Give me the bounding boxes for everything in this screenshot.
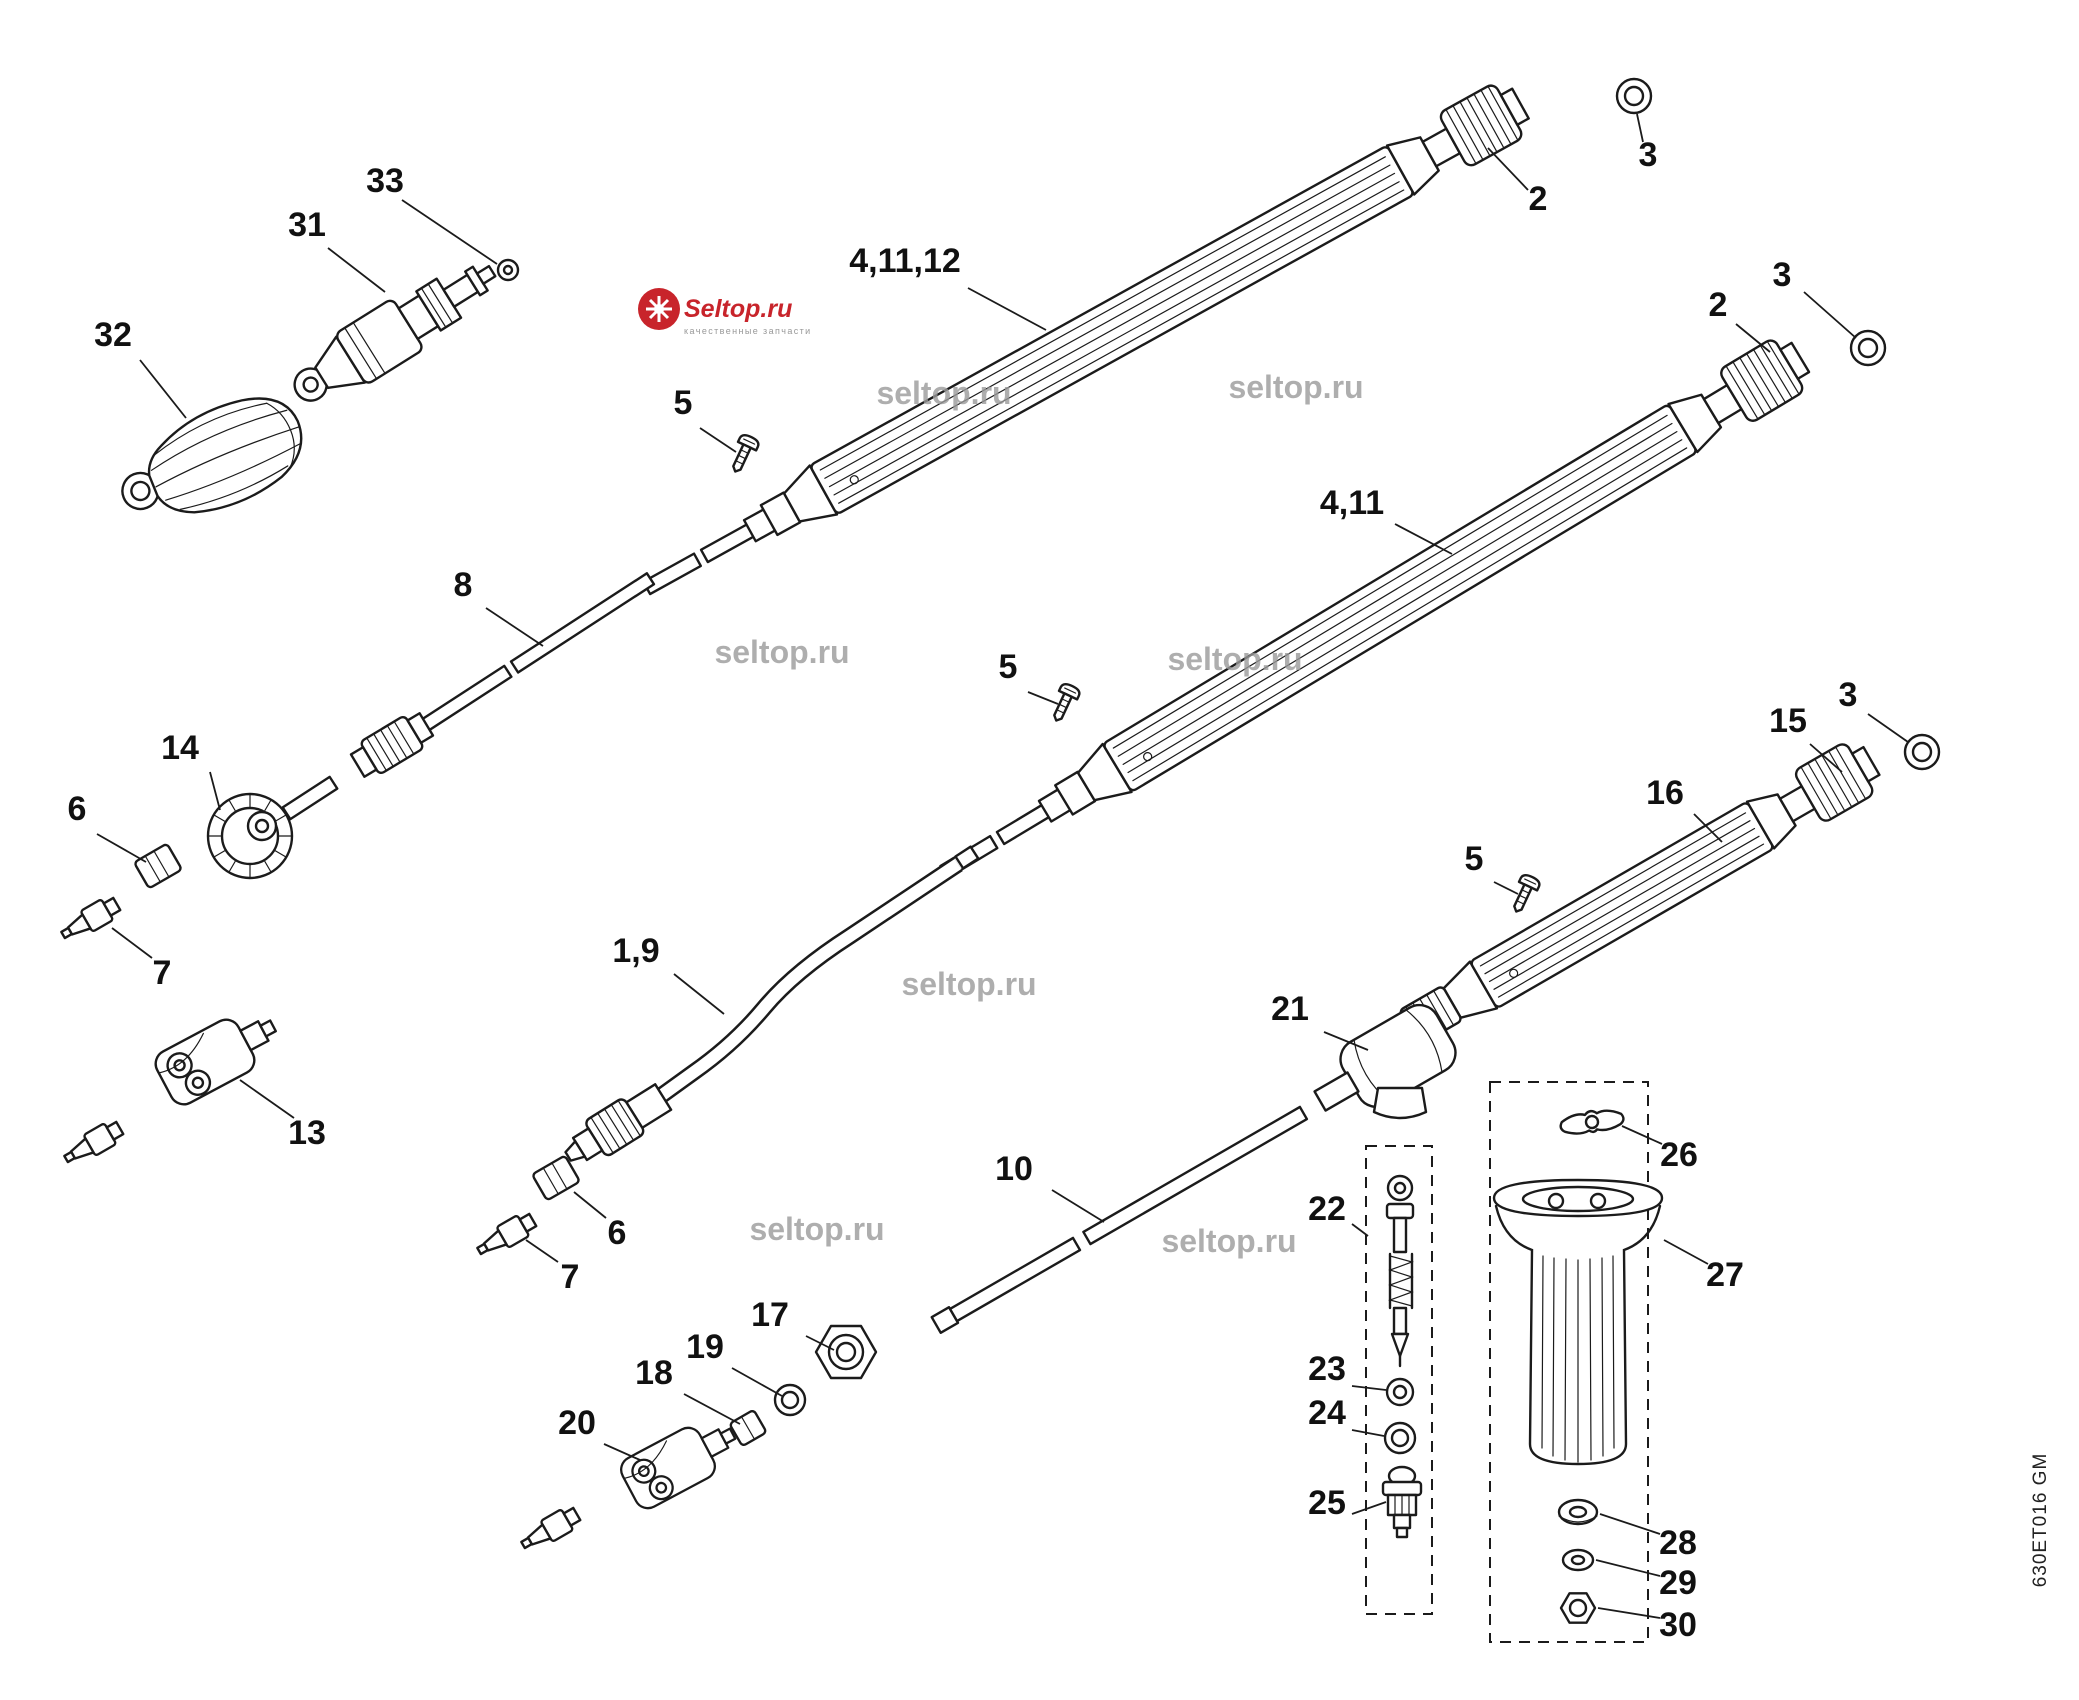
washer-28 (1557, 1498, 1599, 1526)
twin-nozzle-holder-20 (615, 1408, 747, 1514)
part-label-21: 21 (1271, 990, 1309, 1028)
part-label-29: 29 (1659, 1564, 1697, 1602)
watermark: seltop.ru (876, 375, 1011, 411)
part-label-15: 15 (1769, 702, 1807, 740)
part-label-3-top: 3 (1639, 136, 1658, 174)
watermark: seltop.ru (1167, 641, 1302, 677)
part-label-6-left: 6 (68, 790, 87, 828)
part-label-23: 23 (1308, 1350, 1346, 1388)
valve-spindle-22 (1385, 1174, 1415, 1368)
spray-tube-10 (930, 1105, 1309, 1334)
o-ring-bottom (1903, 733, 1941, 771)
nozzle-fitting-near-20 (515, 1502, 584, 1557)
ring-29 (1561, 1548, 1595, 1572)
part-label-2-top: 2 (1529, 180, 1548, 218)
wing-piece-26 (1559, 1109, 1625, 1135)
part-label-4-11-12: 4,11,12 (849, 242, 961, 280)
valve-housing-21 (1313, 1003, 1457, 1120)
part-label-20: 20 (558, 1404, 596, 1442)
rotary-nozzle-32 (121, 397, 303, 514)
part-label-27: 27 (1706, 1256, 1744, 1294)
nozzle-fitting-7-middle (471, 1208, 540, 1263)
logo-brand-text: Seltop.ru (684, 295, 792, 323)
nut-6-left (132, 842, 184, 890)
hex-nut-30 (1559, 1592, 1597, 1624)
twin-nozzle-holder-13 (149, 999, 288, 1111)
part-label-13: 13 (288, 1114, 326, 1152)
handle-grip-27 (1492, 1178, 1664, 1466)
part-label-26: 26 (1660, 1136, 1698, 1174)
knob-stem (281, 775, 339, 821)
part-label-5-bottom: 5 (1465, 840, 1484, 878)
nut-6-middle (530, 1154, 582, 1202)
o-ring-middle (1849, 329, 1887, 367)
nozzle-holder-31 (293, 264, 497, 402)
part-label-31: 31 (288, 206, 326, 244)
o-ring-24 (1383, 1421, 1417, 1455)
watermark: seltop.ru (749, 1211, 884, 1247)
o-ring-top (1615, 77, 1653, 115)
fitting-25 (1381, 1465, 1423, 1539)
part-label-1-9: 1,9 (612, 932, 659, 970)
screw-middle (1045, 680, 1083, 726)
coupling-collar-8 (349, 712, 435, 778)
star-knob-14 (206, 792, 294, 880)
part-label-7-left: 7 (153, 954, 172, 992)
part-label-6-middle: 6 (608, 1214, 627, 1252)
watermark: seltop.ru (901, 966, 1036, 1002)
part-label-17: 17 (751, 1296, 789, 1334)
part-label-14: 14 (161, 729, 199, 767)
tube-8 (410, 572, 656, 738)
lance-tube-bottom (1392, 733, 1888, 1056)
watermark: seltop.ru (1161, 1223, 1296, 1259)
bushing-18 (729, 1410, 767, 1446)
part-label-3-bottom: 3 (1839, 676, 1858, 714)
part-label-19: 19 (686, 1328, 724, 1366)
hex-nut-17 (814, 1324, 878, 1380)
part-label-33: 33 (366, 162, 404, 200)
curved-spray-tube-1-9 (653, 845, 980, 1105)
dashed-box-handle (1489, 1081, 1649, 1643)
nozzle-fitting-near-13 (58, 1116, 127, 1171)
part-label-30: 30 (1659, 1606, 1697, 1644)
part-label-5-top: 5 (674, 384, 693, 422)
o-ring-23 (1385, 1377, 1415, 1407)
drawing-code: 630ET016 GM (2030, 1453, 2051, 1588)
part-label-25: 25 (1308, 1484, 1346, 1522)
lance-tube-middle (926, 329, 1818, 900)
logo-subtitle-text: качественные запчасти (684, 326, 812, 336)
part-label-7-middle: 7 (561, 1258, 580, 1296)
part-label-3-middle: 3 (1773, 256, 1792, 294)
part-label-8: 8 (454, 566, 473, 604)
screw-top (724, 431, 762, 477)
part-label-2-middle: 2 (1709, 286, 1728, 324)
seltop-logo: Seltop.ru качественные запчасти (638, 288, 812, 336)
part-label-18: 18 (635, 1354, 673, 1392)
watermark: seltop.ru (1228, 369, 1363, 405)
part-label-32: 32 (94, 316, 132, 354)
part-label-24: 24 (1308, 1394, 1346, 1432)
o-ring-19 (773, 1383, 807, 1417)
lance-tube-top (630, 75, 1537, 617)
part-label-22: 22 (1308, 1190, 1346, 1228)
screw-bottom (1505, 871, 1543, 917)
nozzle-fitting-7-left (55, 892, 124, 947)
part-label-5-middle: 5 (999, 648, 1018, 686)
o-ring-33 (496, 258, 520, 282)
nozzle-holder-1-9 (564, 1083, 673, 1162)
leader-lines (96, 113, 1909, 1619)
part-label-28: 28 (1659, 1524, 1697, 1562)
part-label-4-11: 4,11 (1320, 484, 1384, 522)
part-label-10: 10 (995, 1150, 1033, 1188)
part-label-16: 16 (1646, 774, 1684, 812)
watermark: seltop.ru (714, 634, 849, 670)
